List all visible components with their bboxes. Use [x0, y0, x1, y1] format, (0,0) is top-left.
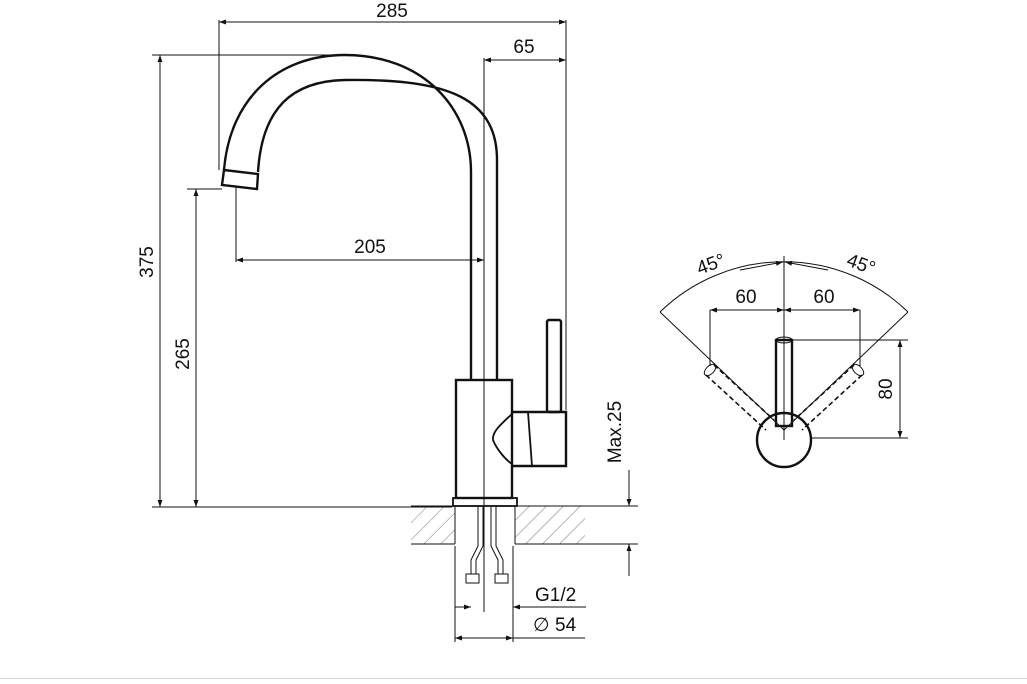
dim-handle-left: 60: [735, 287, 756, 308]
dim-handle-height: 80: [876, 378, 897, 399]
handle-position-right: [793, 363, 865, 431]
diameter-symbol: ∅: [533, 615, 550, 636]
dim-total-height: 375: [137, 246, 158, 278]
handle-housing: [512, 410, 568, 468]
arc-arrow-right: [784, 260, 829, 271]
body-circle: [755, 411, 813, 469]
faucet-top-view: 45° 45° 60 60 80: [659, 250, 909, 469]
handle-housing-side: [527, 411, 533, 467]
dim-angle-right: 45°: [844, 250, 878, 280]
dim-base-diameter: 54: [555, 615, 577, 636]
page-bottom-border: [0, 678, 1027, 679]
spout-inner: [256, 78, 499, 380]
dim-handle-right: 60: [813, 287, 834, 308]
dim-overall-width: 285: [376, 1, 408, 22]
dim-spout-reach: 205: [354, 237, 386, 258]
countertop-section: [411, 505, 585, 545]
dim-body-to-handle: 65: [513, 37, 534, 58]
spout-tip: [220, 168, 260, 191]
extension-lines: [152, 20, 638, 642]
base-flange: [452, 497, 518, 507]
handle-lever: [545, 318, 563, 414]
arc-arrow-left: [739, 260, 784, 271]
angle-ray-right: [783, 311, 909, 431]
body-curve-detail: [492, 413, 513, 465]
dim-max-counter: Max.25: [605, 401, 626, 463]
handle-position-left: [703, 363, 775, 431]
handle-center: [774, 338, 794, 428]
dim-angle-left: 45°: [694, 250, 728, 280]
supply-hoses: [465, 506, 509, 584]
faucet-side-view: 285 65 205 375 265 Max.25 G1/2 ∅ 54: [137, 1, 638, 642]
dim-thread: G1/2: [535, 585, 576, 606]
angle-ray-left: [659, 311, 785, 431]
spout-outer: [222, 53, 473, 380]
dim-spout-height: 265: [173, 338, 194, 370]
